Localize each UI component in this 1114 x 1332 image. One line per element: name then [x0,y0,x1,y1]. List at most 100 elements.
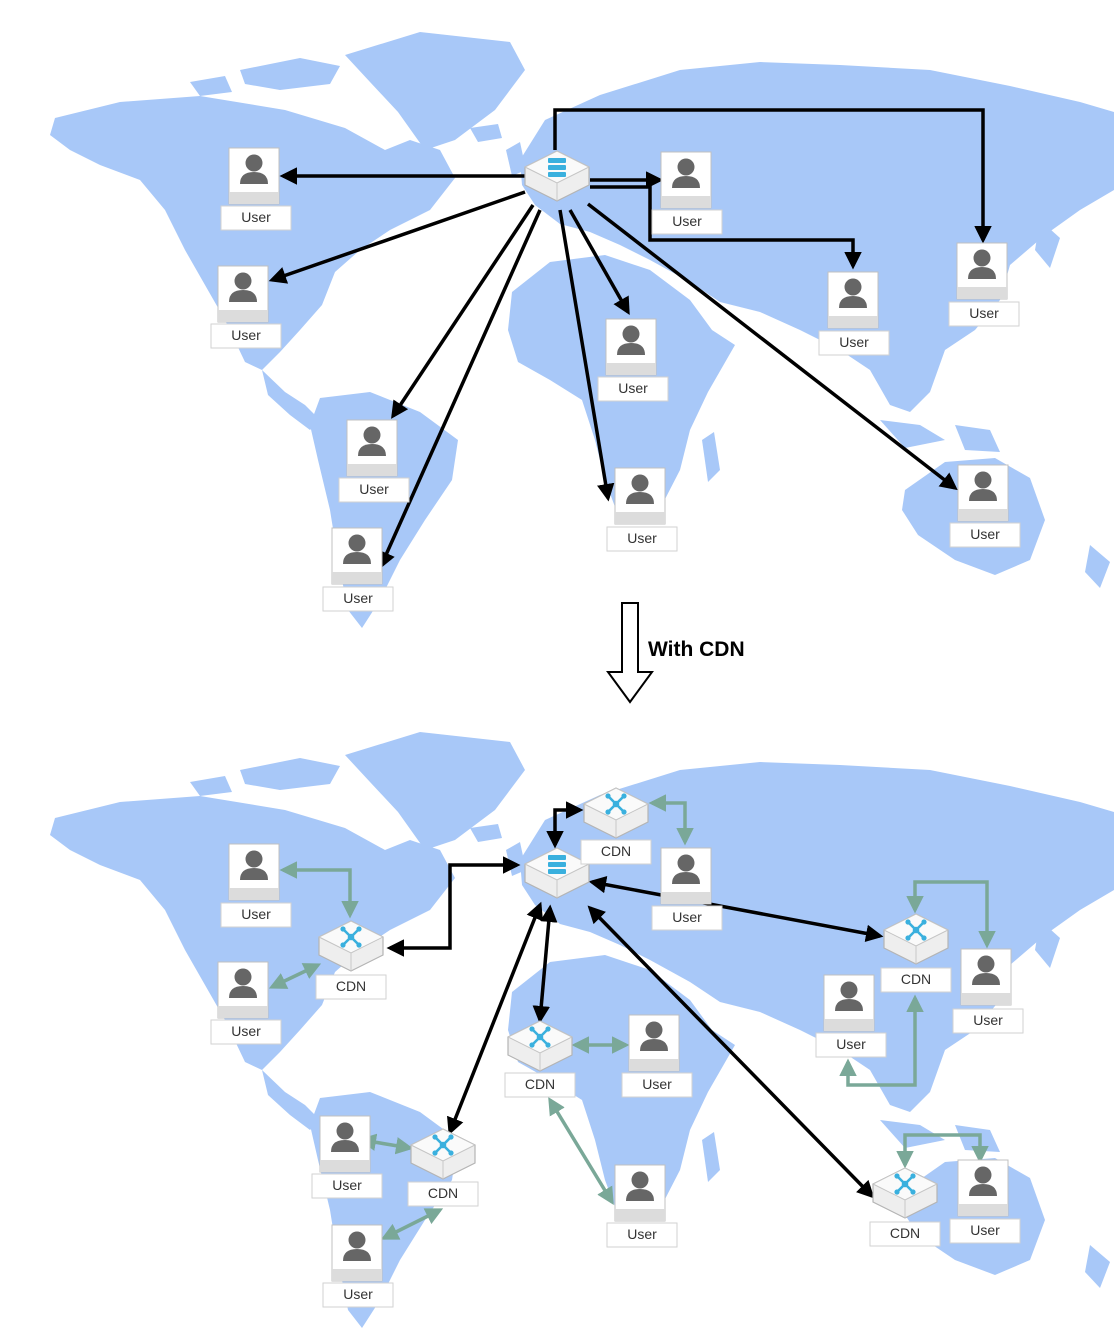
user-label-cdn-africa-south: User [606,1222,678,1248]
user-label-cdn-south-america-1: User [311,1173,383,1199]
user-label-cdn-africa-north: User [621,1072,693,1098]
cdn-label-oceania-text: CDN [890,1225,920,1241]
user-label-top-north-america-1-text: User [241,209,271,225]
user-label-top-east-asia-plate [948,301,1020,327]
user-icon [614,1164,666,1222]
user-label-top-south-america-1-plate [338,477,410,503]
user-label-top-asia-plate [818,330,890,356]
user-label-cdn-europe-plate [651,905,723,931]
user-label-top-north-america-2-plate [210,323,282,349]
user-label-cdn-asia-text: User [836,1036,866,1052]
user-label-top-east-asia: User [948,301,1020,327]
user-label-cdn-north-america-1-plate [220,902,292,928]
user-icon [628,1014,680,1072]
cdn-label-south-america-plate [407,1181,479,1207]
transition-label: With CDN [648,638,745,661]
user-label-cdn-asia-plate [815,1032,887,1058]
cdn-label-europe-plate [580,839,652,865]
cdn-label-africa-text: CDN [525,1076,555,1092]
user-label-top-south-america-2-plate [322,586,394,612]
user-label-top-south-america-2: User [322,586,394,612]
user-label-top-north-america-1-plate [220,205,292,231]
cdn-label-north-america-plate [315,974,387,1000]
user-icon [660,847,712,905]
cdn-label-europe-text: CDN [601,843,631,859]
user-label-top-europe: User [651,209,723,235]
user-icon [957,1159,1009,1217]
user-label-top-africa-south-text: User [627,530,657,546]
user-label-top-africa-north-text: User [618,380,648,396]
user-label-cdn-asia: User [815,1032,887,1058]
user-icon [660,151,712,209]
user-label-top-africa-south-plate [606,526,678,552]
user-label-cdn-east-asia-text: User [973,1012,1003,1028]
user-label-top-asia: User [818,330,890,356]
user-icon [331,527,383,585]
cdn-label-europe: CDN [580,839,652,865]
user-icon [346,419,398,477]
user-label-cdn-north-america-2-text: User [231,1023,261,1039]
cdn-label-north-america: CDN [315,974,387,1000]
origin-to-cdn-connections [386,801,884,1199]
user-label-cdn-australia-plate [949,1218,1021,1244]
user-icon [827,271,879,329]
user-label-cdn-south-america-1-plate [311,1173,383,1199]
cdn-label-south-america-text: CDN [428,1185,458,1201]
user-label-top-south-america-2-text: User [343,590,373,606]
user-icon [957,464,1009,522]
user-label-cdn-south-america-2-text: User [343,1286,373,1302]
user-label-cdn-africa-south-text: User [627,1226,657,1242]
cdn-label-asia-plate [880,967,952,993]
user-label-cdn-south-america-1-text: User [332,1177,362,1193]
user-label-cdn-africa-north-text: User [642,1076,672,1092]
user-label-top-europe-plate [651,209,723,235]
user-label-cdn-europe: User [651,905,723,931]
user-label-cdn-australia: User [949,1218,1021,1244]
user-label-cdn-north-america-1-text: User [241,906,271,922]
user-icon [217,265,269,323]
user-icon [605,318,657,376]
user-label-top-africa-north-plate [597,376,669,402]
user-icon [823,974,875,1032]
user-icon [217,961,269,1019]
user-label-top-north-america-2-text: User [231,327,261,343]
user-label-cdn-east-asia-plate [952,1008,1024,1034]
cdn-label-oceania: CDN [869,1221,941,1247]
user-icon [614,467,666,525]
cdn-label-africa-plate [504,1072,576,1098]
user-label-cdn-europe-text: User [672,909,702,925]
cdn-label-asia: CDN [880,967,952,993]
user-label-cdn-australia-text: User [970,1222,1000,1238]
user-icon [228,147,280,205]
user-label-cdn-africa-north-plate [621,1072,693,1098]
user-label-top-australia-text: User [970,526,1000,542]
user-label-top-africa-south: User [606,526,678,552]
user-label-cdn-south-america-2: User [322,1282,394,1308]
user-label-top-east-asia-text: User [969,305,999,321]
user-label-cdn-south-america-2-plate [322,1282,394,1308]
cdn-to-user-connections [268,794,996,1240]
user-label-top-south-america-1-text: User [359,481,389,497]
user-label-top-australia: User [949,522,1021,548]
user-icon [956,242,1008,300]
user-label-cdn-east-asia: User [952,1008,1024,1034]
cdn-label-south-america: CDN [407,1181,479,1207]
user-label-cdn-north-america-2-plate [210,1019,282,1045]
user-label-cdn-africa-south-plate [606,1222,678,1248]
user-label-top-north-america-1: User [220,205,292,231]
user-label-top-africa-north: User [597,376,669,402]
double-down-arrow-icon [606,602,654,704]
user-label-top-asia-text: User [839,334,869,350]
origin-connections [268,108,992,570]
cdn-label-africa: CDN [504,1072,576,1098]
cdn-label-north-america-text: CDN [336,978,366,994]
user-icon [319,1115,371,1173]
user-label-cdn-north-america-1: User [220,902,292,928]
user-label-top-europe-text: User [672,213,702,229]
user-label-top-north-america-2: User [210,323,282,349]
cdn-label-oceania-plate [869,1221,941,1247]
user-icon [228,843,280,901]
user-label-top-australia-plate [949,522,1021,548]
